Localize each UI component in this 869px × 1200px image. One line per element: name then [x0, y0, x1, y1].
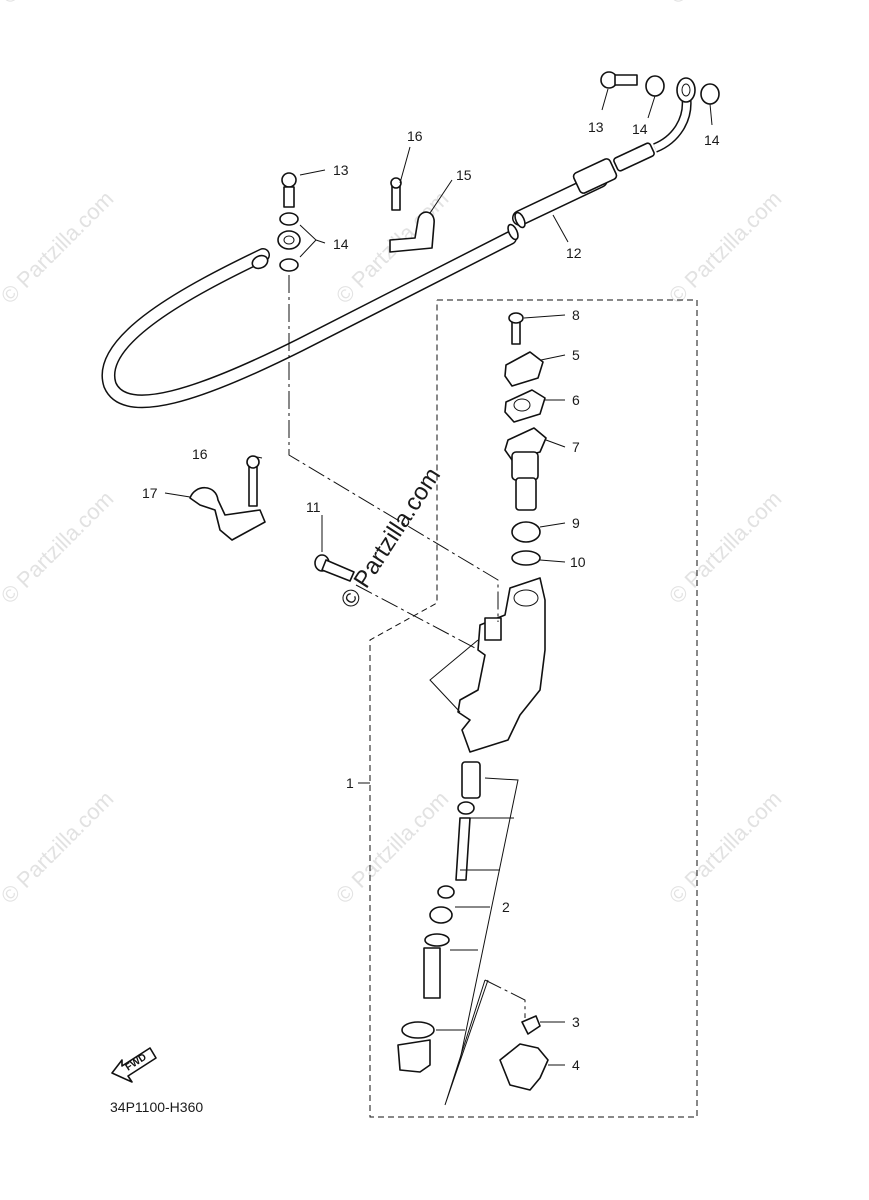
callout-12: 12: [566, 245, 582, 261]
watermark-mid-low: © Partzilla.com: [331, 786, 454, 909]
callout-16-lower: 16: [192, 446, 208, 462]
callout-16-top: 16: [407, 128, 423, 144]
master-cylinder: [314, 312, 547, 753]
piston-kit: [397, 761, 481, 1073]
callout-9: 9: [572, 515, 580, 531]
callout-6: 6: [572, 392, 580, 408]
callout-13-left: 13: [333, 162, 349, 178]
leader-lines: [164, 88, 713, 1106]
callout-14-left: 14: [333, 236, 349, 252]
watermark-right-mid: © Partzilla.com: [664, 486, 787, 609]
watermark-right-low: © Partzilla.com: [664, 786, 787, 909]
callout-15: 15: [456, 167, 472, 183]
callout-17: 17: [142, 485, 158, 501]
watermark-left-mid: © Partzilla.com: [0, 486, 118, 609]
callout-2: 2: [502, 899, 510, 915]
watermark-right-top2: © Partzilla.com: [664, 0, 787, 9]
callout-13-right: 13: [588, 119, 604, 135]
assembly-boundary: [369, 299, 698, 1118]
callout-4: 4: [572, 1057, 580, 1073]
brake-hose: [101, 77, 696, 409]
callout-8: 8: [572, 307, 580, 323]
callout-7: 7: [572, 439, 580, 455]
callout-14-mid: 14: [632, 121, 648, 137]
watermark-left-low: © Partzilla.com: [0, 786, 118, 909]
callout-1: 1: [346, 775, 354, 791]
watermark-right-top: © Partzilla.com: [664, 186, 787, 309]
callout-labels: 1 2 3 4 5 6 7 8 9 10 11 12 13 13 14 14 1…: [142, 119, 720, 1073]
center-watermark: © Partzilla.com: [335, 463, 446, 613]
callout-5: 5: [572, 347, 580, 363]
watermark-left-top2: © Partzilla.com: [0, 0, 118, 9]
hose-clamp-lower: [189, 455, 266, 541]
clevis-and-nut: [499, 1015, 549, 1091]
callout-14-right: 14: [704, 132, 720, 148]
callout-3: 3: [572, 1014, 580, 1030]
callout-10: 10: [570, 554, 586, 570]
callout-11: 11: [306, 499, 321, 515]
fwd-arrow-icon: FWD: [111, 1047, 157, 1083]
watermark-left-top: © Partzilla.com: [0, 186, 118, 309]
banjo-bolt-and-washers: [279, 71, 720, 272]
hose-clamp-upper: [389, 177, 435, 253]
diagram-code: 34P1100-H360: [110, 1099, 203, 1115]
